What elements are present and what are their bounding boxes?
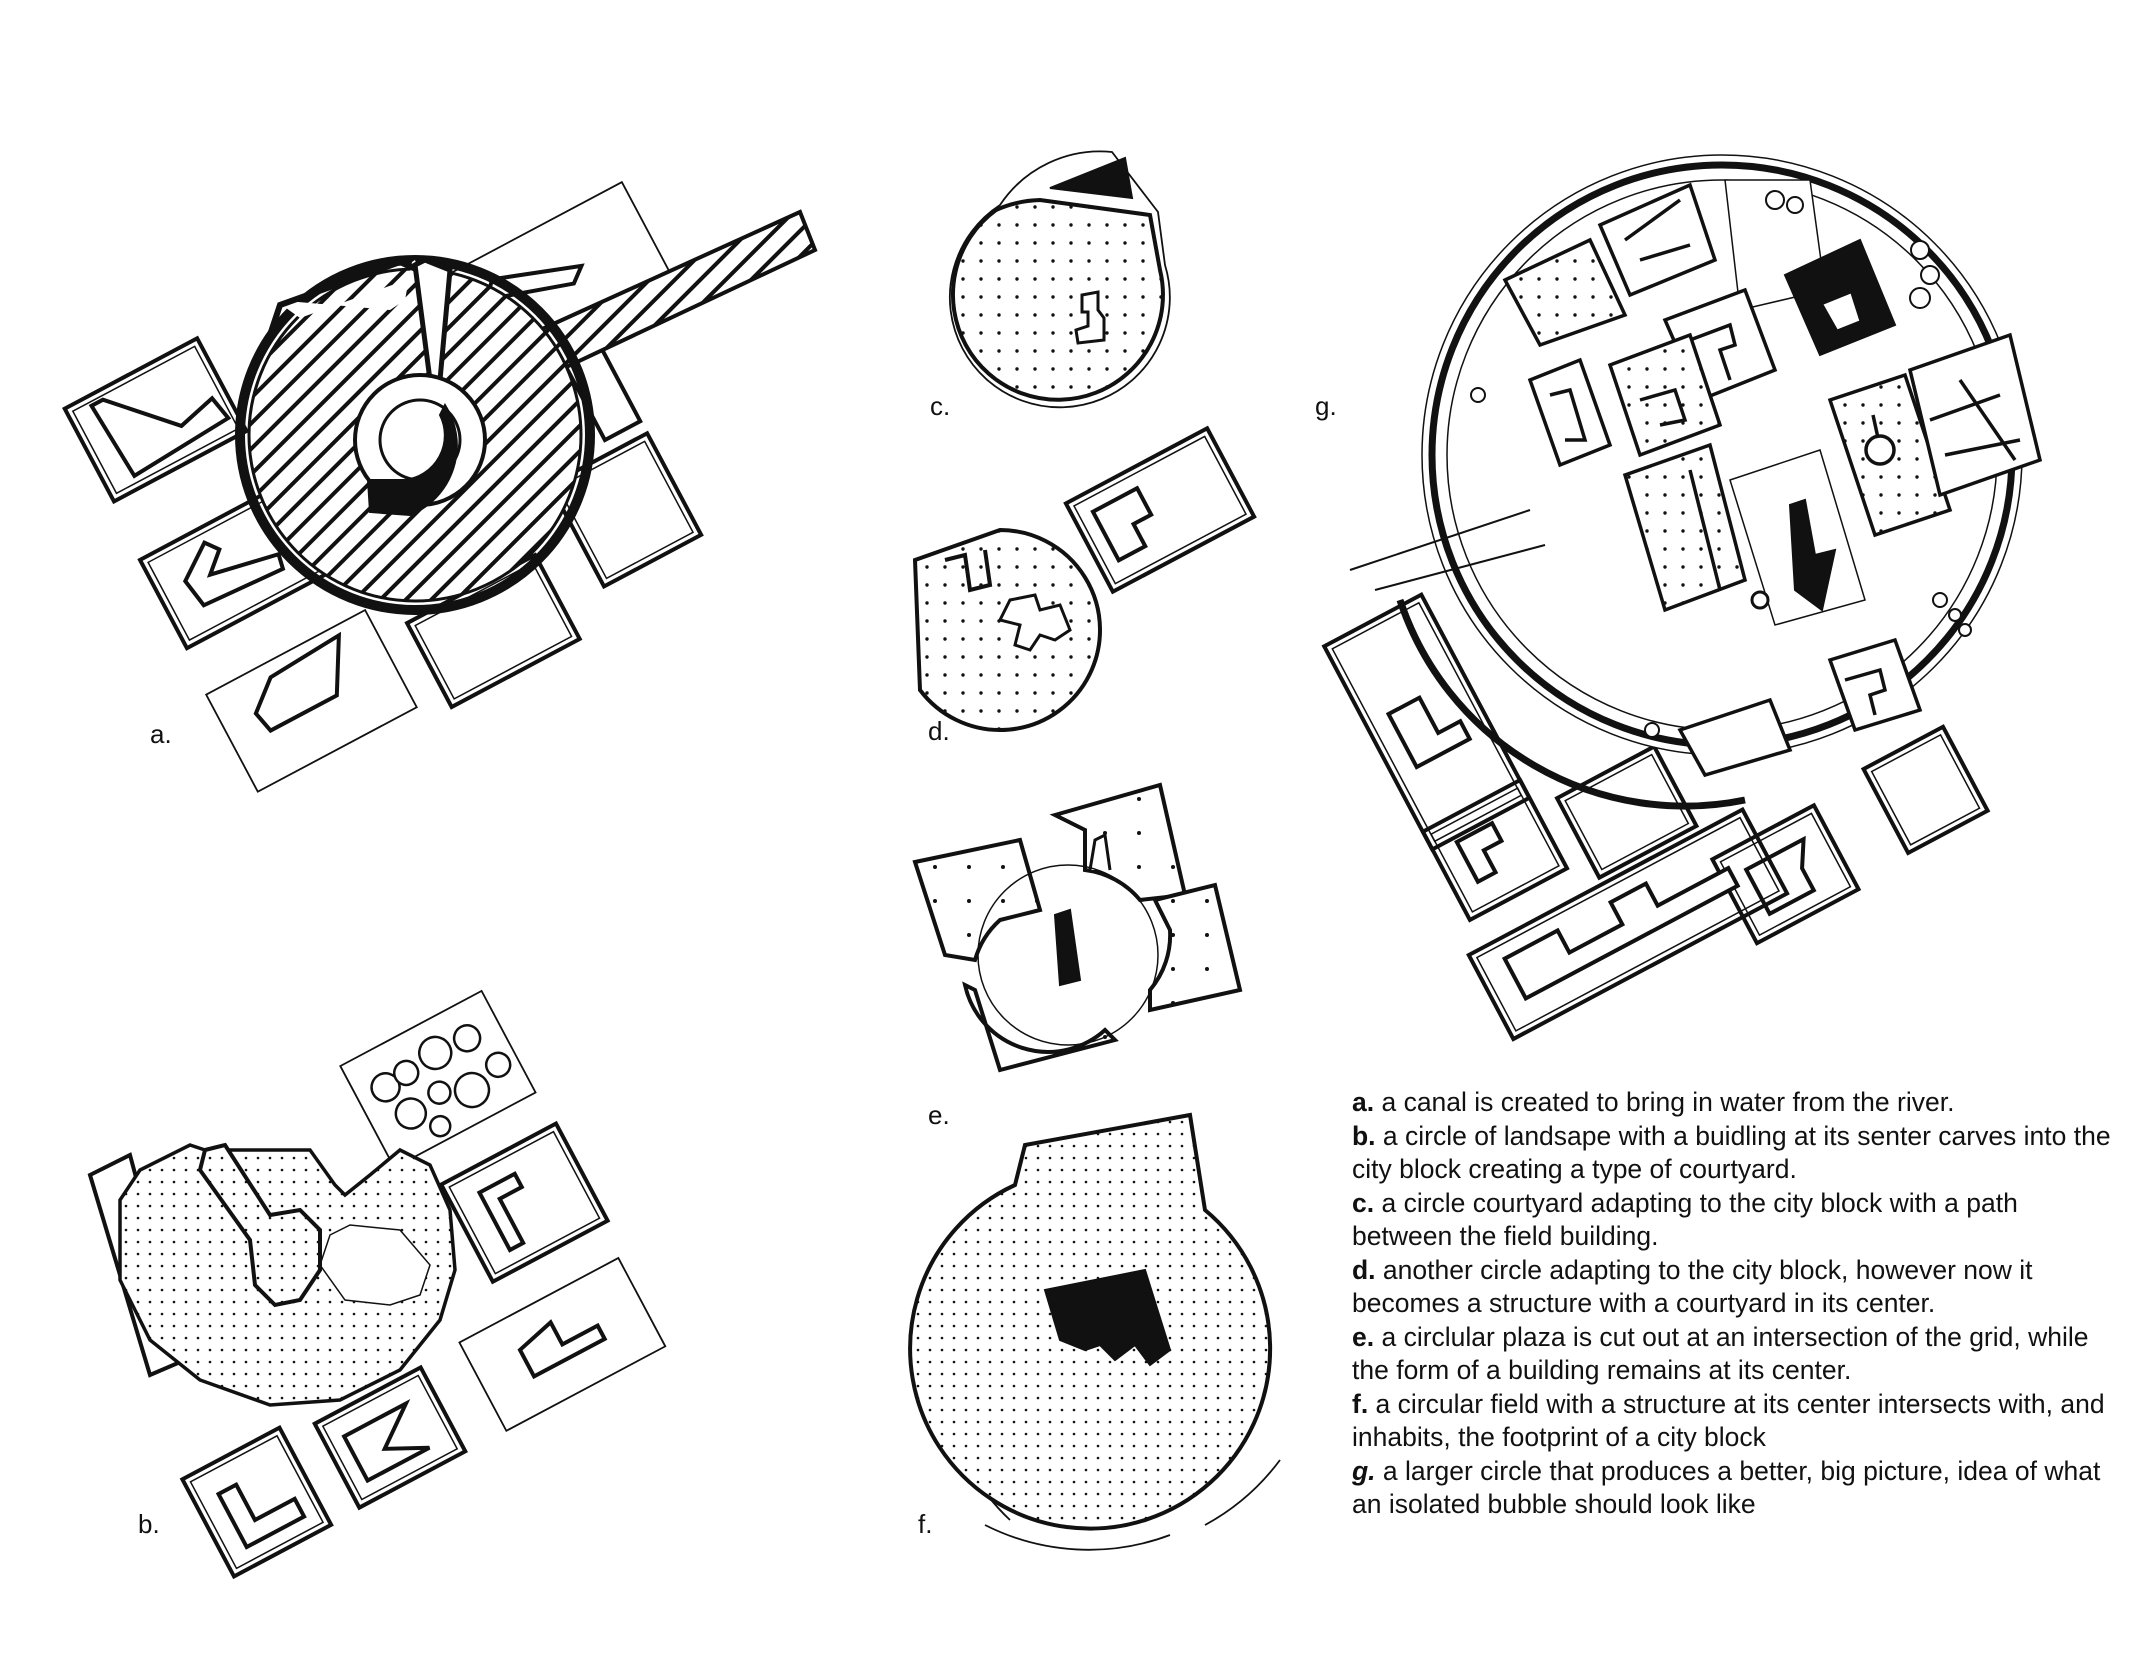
quadrant-block bbox=[1049, 782, 1188, 903]
structure-block bbox=[1063, 425, 1257, 595]
quadrant-block bbox=[962, 981, 1119, 1073]
caption-key: f. bbox=[1352, 1388, 1369, 1419]
label-g: g. bbox=[1315, 391, 1337, 421]
arc-edge bbox=[1396, 598, 1746, 810]
plaza-building bbox=[1053, 908, 1082, 987]
center-building bbox=[366, 402, 458, 517]
tree-lot bbox=[339, 989, 537, 1169]
caption-text: a circular field with a structure at its… bbox=[1352, 1388, 2105, 1453]
inner-block bbox=[1597, 182, 1718, 298]
inner-block bbox=[1502, 237, 1628, 348]
diagram-a bbox=[62, 180, 818, 793]
quadrant-block bbox=[1148, 882, 1243, 1013]
city-block bbox=[62, 335, 250, 505]
outer-block bbox=[1466, 806, 1790, 1042]
label-a: a. bbox=[150, 719, 172, 749]
caption-text: a larger circle that produces a better, … bbox=[1352, 1455, 2101, 1520]
center-structure bbox=[1043, 1268, 1172, 1367]
caption-key: b. bbox=[1352, 1120, 1376, 1151]
quadrant-block bbox=[912, 837, 1043, 963]
city-block bbox=[458, 1256, 667, 1433]
diagram-b bbox=[87, 989, 667, 1580]
inner-block bbox=[1907, 332, 2043, 498]
outer-block bbox=[1860, 724, 1991, 856]
diagram-d bbox=[912, 425, 1257, 732]
inner-block bbox=[1607, 332, 1723, 458]
inner-block bbox=[1783, 238, 1897, 357]
diagram-c bbox=[949, 150, 1171, 409]
caption-text: a circle courtyard adapting to the city … bbox=[1352, 1187, 2018, 1252]
city-block bbox=[547, 430, 704, 590]
caption-text: a canal is created to bring in water fro… bbox=[1374, 1087, 1955, 1117]
label-c: c. bbox=[930, 391, 950, 421]
caption-a: a. a canal is created to bring in water … bbox=[1352, 1086, 2112, 1120]
label-b: b. bbox=[138, 1509, 160, 1539]
caption-key: a. bbox=[1352, 1087, 1375, 1117]
caption-text: a circlular plaza is cut out at an inter… bbox=[1352, 1321, 2089, 1386]
inner-block bbox=[1677, 697, 1793, 778]
diagram-g bbox=[1321, 154, 2043, 1042]
caption-f: f. a circular field with a structure at … bbox=[1352, 1388, 2112, 1455]
path-triangle bbox=[1049, 156, 1134, 200]
central-building bbox=[1788, 498, 1837, 612]
caption-c: c. a circle courtyard adapting to the ci… bbox=[1352, 1187, 2112, 1254]
diagram-e bbox=[912, 782, 1243, 1073]
caption-key: g. bbox=[1352, 1455, 1376, 1486]
outer-block bbox=[1321, 592, 1533, 853]
diagram-f bbox=[908, 1112, 1281, 1551]
outer-block bbox=[1420, 777, 1570, 923]
field-building bbox=[1074, 290, 1106, 345]
city-block bbox=[438, 1120, 611, 1285]
caption-g: g. a larger circle that produces a bette… bbox=[1352, 1455, 2112, 1522]
outer-block bbox=[1554, 743, 1700, 881]
caption-d: d. another circle adapting to the city b… bbox=[1352, 1254, 2112, 1321]
caption-key: e. bbox=[1352, 1321, 1375, 1352]
courtyard-circle bbox=[912, 527, 1102, 732]
label-e: e. bbox=[928, 1100, 950, 1130]
city-block bbox=[312, 1364, 468, 1511]
inner-block bbox=[1827, 637, 1923, 733]
tree-cluster bbox=[1470, 190, 1972, 738]
drop-courtyard bbox=[950, 197, 1165, 402]
city-block bbox=[179, 1424, 334, 1580]
caption-text: another circle adapting to the city bloc… bbox=[1352, 1254, 2033, 1319]
label-f: f. bbox=[918, 1509, 932, 1539]
caption-text: a circle of landsape with a buidling at … bbox=[1352, 1120, 2111, 1185]
caption-e: e. a circlular plaza is cut out at an in… bbox=[1352, 1321, 2112, 1388]
inner-block bbox=[1527, 357, 1613, 468]
caption-list: a. a canal is created to bring in water … bbox=[1352, 1086, 2112, 1522]
plaza bbox=[977, 864, 1159, 1046]
city-block bbox=[204, 608, 418, 793]
courtyard-building bbox=[997, 593, 1072, 652]
caption-b: b. a circle of landsape with a buidling … bbox=[1352, 1120, 2112, 1187]
label-d: d. bbox=[928, 716, 950, 746]
caption-key: c. bbox=[1352, 1187, 1375, 1218]
canal bbox=[537, 209, 818, 373]
center-building bbox=[197, 1142, 322, 1308]
caption-key: d. bbox=[1352, 1254, 1376, 1285]
